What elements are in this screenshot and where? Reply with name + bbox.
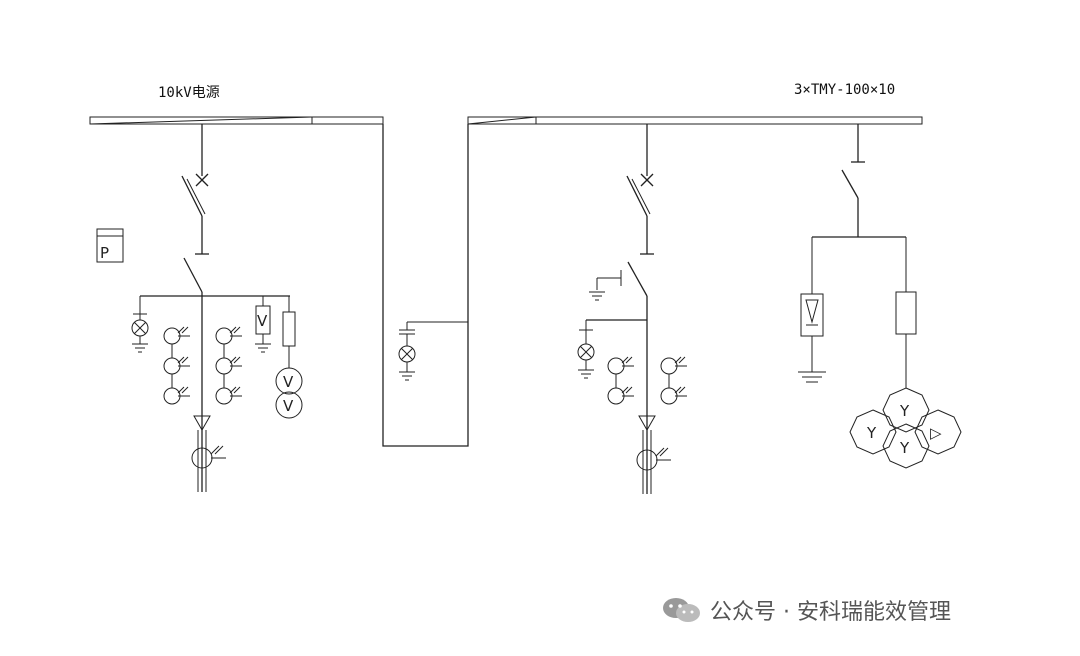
busbar-left — [89, 116, 384, 125]
wye-left: Y — [866, 424, 877, 442]
power-meter-box: P — [96, 228, 124, 263]
vt-letter-lower: V — [283, 397, 294, 415]
busbar-right-label: 3×TMY-100×10 — [794, 82, 896, 98]
watermark: 公众号 · 安科瑞能效管理 — [660, 594, 951, 626]
wechat-icon — [663, 598, 700, 622]
delta-right: ▷ — [930, 424, 942, 442]
busbar-right — [467, 116, 923, 125]
bus-tie — [382, 124, 469, 447]
left-incoming-feeder — [131, 124, 303, 492]
busbar-left-label: 10kV电源 — [158, 85, 220, 101]
arrester-letter: V — [257, 312, 268, 330]
watermark-text: 公众号 · 安科瑞能效管理 — [710, 600, 951, 625]
wye-bottom: Y — [899, 439, 910, 457]
middle-feeder — [577, 124, 688, 494]
meter-letter: P — [100, 244, 109, 262]
wye-top: Y — [899, 402, 910, 420]
vt-letter-upper: V — [283, 373, 294, 391]
right-pt-bay — [798, 124, 962, 469]
